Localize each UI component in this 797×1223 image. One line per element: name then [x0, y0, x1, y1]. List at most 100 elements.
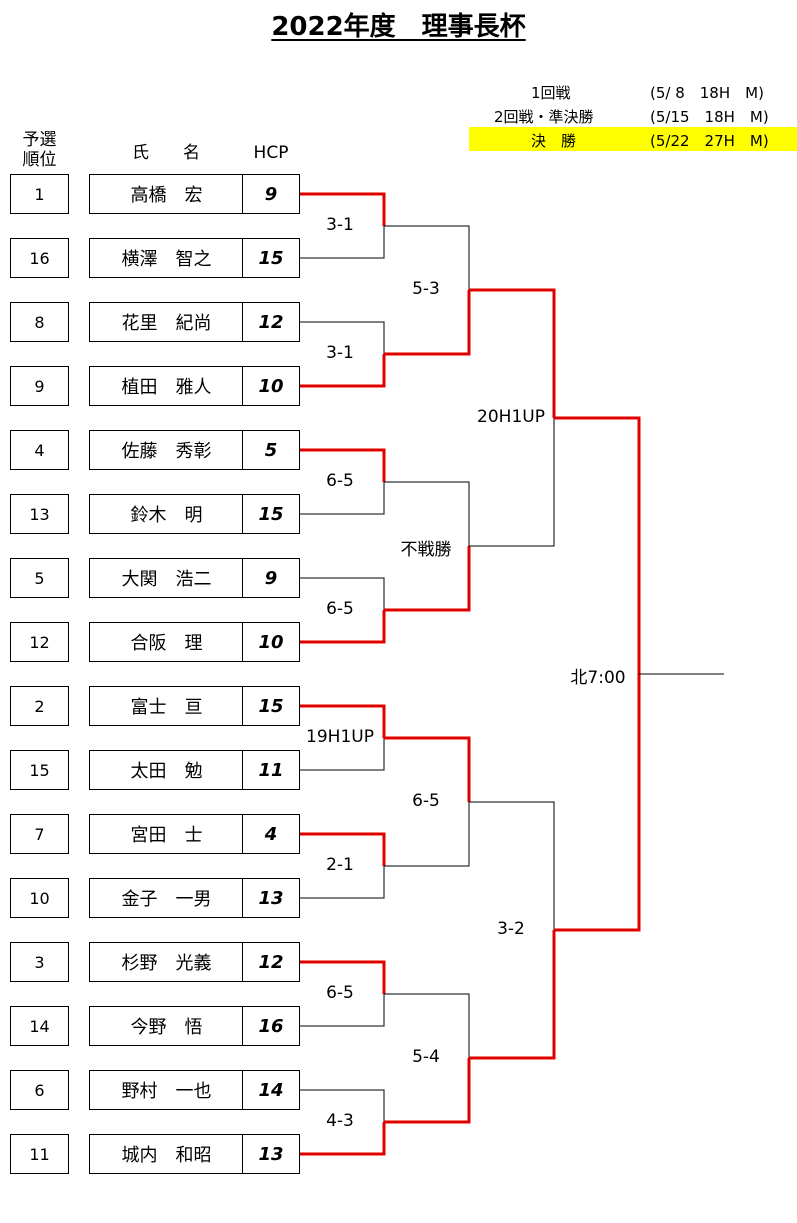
- round1-score: 19H1UP: [306, 727, 374, 747]
- player-name: 大関 浩二: [89, 558, 243, 598]
- player-hcp: 12: [242, 942, 300, 982]
- semifinal-bracket-line: [469, 288, 556, 418]
- round1-score: 3-1: [326, 215, 354, 235]
- schedule-final-label: 決 勝: [531, 132, 577, 150]
- player-name: 佐藤 秀彰: [89, 430, 243, 470]
- round1-bracket-line: [300, 226, 385, 259]
- final-bracket-line: [554, 674, 641, 932]
- final-start-time: 北7:00: [570, 668, 626, 688]
- seed-column-header: 予選 順位: [22, 130, 57, 170]
- round2-score: 5-4: [412, 1047, 440, 1067]
- round1-score: 6-5: [326, 471, 354, 491]
- schedule-final-highlight: [469, 127, 797, 151]
- round2-bracket-line: [384, 546, 471, 612]
- player-name: 富士 亘: [89, 686, 243, 726]
- name-column-header: 氏 名: [132, 143, 200, 163]
- player-seed: 6: [10, 1070, 69, 1110]
- player-hcp: 10: [242, 622, 300, 662]
- player-name: 合阪 理: [89, 622, 243, 662]
- final-bracket-line: [554, 416, 641, 674]
- player-hcp: 14: [242, 1070, 300, 1110]
- player-name: 植田 雅人: [89, 366, 243, 406]
- player-seed: 7: [10, 814, 69, 854]
- player-name: 城内 和昭: [89, 1134, 243, 1174]
- player-name: 太田 勉: [89, 750, 243, 790]
- round1-bracket-line: [300, 994, 385, 1027]
- semifinal-bracket-line: [469, 801, 555, 930]
- round2-score: 不戦勝: [400, 540, 452, 560]
- schedule-round2-info: (5/15 18H M): [650, 108, 769, 126]
- player-seed: 1: [10, 174, 69, 214]
- player-seed: 10: [10, 878, 69, 918]
- player-name: 高橋 宏: [89, 174, 243, 214]
- player-seed: 3: [10, 942, 69, 982]
- player-name: 今野 悟: [89, 1006, 243, 1046]
- player-hcp: 5: [242, 430, 300, 470]
- round1-score: 6-5: [326, 599, 354, 619]
- player-hcp: 9: [242, 174, 300, 214]
- player-seed: 12: [10, 622, 69, 662]
- player-hcp: 13: [242, 878, 300, 918]
- semifinal-bracket-line: [469, 418, 555, 547]
- player-hcp: 9: [242, 558, 300, 598]
- round1-bracket-line: [300, 1089, 385, 1122]
- player-name: 杉野 光義: [89, 942, 243, 982]
- round1-bracket-line: [300, 354, 386, 388]
- player-seed: 9: [10, 366, 69, 406]
- round1-bracket-line: [300, 738, 385, 771]
- player-name: 野村 一也: [89, 1070, 243, 1110]
- player-seed: 15: [10, 750, 69, 790]
- round2-bracket-line: [384, 802, 470, 867]
- player-name: 宮田 士: [89, 814, 243, 854]
- player-seed: 8: [10, 302, 69, 342]
- schedule-final-info: (5/22 27H M): [650, 132, 769, 150]
- player-hcp: 15: [242, 238, 300, 278]
- round2-bracket-line: [384, 481, 470, 546]
- player-seed: 11: [10, 1134, 69, 1174]
- schedule-round1-label: 1回戦: [531, 84, 571, 102]
- page-title: 2022年度 理事長杯: [271, 12, 526, 42]
- player-hcp: 15: [242, 494, 300, 534]
- player-name: 金子 一男: [89, 878, 243, 918]
- round1-bracket-line: [300, 960, 386, 994]
- player-hcp: 16: [242, 1006, 300, 1046]
- player-name: 鈴木 明: [89, 494, 243, 534]
- round1-bracket-line: [300, 482, 385, 515]
- player-seed: 4: [10, 430, 69, 470]
- hcp-column-header: HCP: [253, 143, 289, 163]
- player-hcp: 15: [242, 686, 300, 726]
- round2-bracket-line: [384, 1058, 471, 1124]
- round1-bracket-line: [300, 610, 386, 644]
- player-seed: 13: [10, 494, 69, 534]
- player-seed: 2: [10, 686, 69, 726]
- player-name: 横澤 智之: [89, 238, 243, 278]
- round2-bracket-line: [384, 225, 470, 290]
- round1-bracket-line: [300, 577, 385, 610]
- semifinal-score: 3-2: [497, 919, 525, 939]
- round1-bracket-line: [300, 832, 386, 866]
- round1-bracket-line: [300, 321, 385, 354]
- player-seed: 16: [10, 238, 69, 278]
- round1-score: 2-1: [326, 855, 354, 875]
- round1-bracket-line: [300, 192, 386, 226]
- player-seed: 14: [10, 1006, 69, 1046]
- player-hcp: 10: [242, 366, 300, 406]
- round1-score: 4-3: [326, 1111, 354, 1131]
- player-hcp: 13: [242, 1134, 300, 1174]
- semifinal-score: 20H1UP: [477, 407, 545, 427]
- schedule-round2-label: 2回戦・準決勝: [494, 108, 594, 126]
- round1-bracket-line: [300, 448, 386, 482]
- schedule-round1-info: (5/ 8 18H M): [650, 84, 764, 102]
- player-hcp: 12: [242, 302, 300, 342]
- round1-bracket-line: [300, 866, 385, 899]
- semifinal-bracket-line: [469, 930, 556, 1060]
- player-hcp: 11: [242, 750, 300, 790]
- player-hcp: 4: [242, 814, 300, 854]
- round2-score: 5-3: [412, 279, 440, 299]
- round2-bracket-line: [384, 993, 470, 1058]
- player-name: 花里 紀尚: [89, 302, 243, 342]
- round1-bracket-line: [300, 1122, 386, 1156]
- player-seed: 5: [10, 558, 69, 598]
- round2-bracket-line: [384, 290, 471, 356]
